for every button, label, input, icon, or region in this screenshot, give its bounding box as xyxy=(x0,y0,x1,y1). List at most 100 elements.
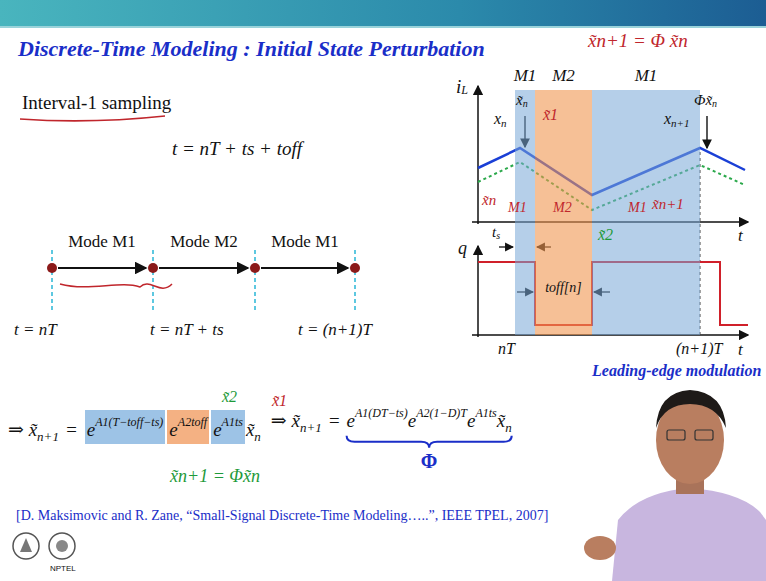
slide-label: x̃2 xyxy=(222,388,237,406)
equation-term: e xyxy=(347,410,355,433)
interval-label: toff[n] xyxy=(545,280,582,296)
equation: ⇒ x̃n+1=eA1(DT−ts)eA2(1−D)TeA1tsx̃n xyxy=(271,410,512,433)
time-dot xyxy=(47,263,57,273)
slide-label: nT xyxy=(498,340,515,358)
logo-mark xyxy=(56,540,68,552)
exponent: A1(T−toff−ts) xyxy=(95,415,163,429)
slide-label: x̃n+1 = Φ x̃n xyxy=(588,30,688,52)
matrix-exponential-box: eA1(T−toff−ts) xyxy=(85,410,166,444)
subscript: L xyxy=(461,84,468,98)
slide-label: x xyxy=(664,110,671,128)
matrix-exponential-box: eA1ts xyxy=(211,410,245,444)
slide-label: x̃1 xyxy=(272,392,287,410)
underbrace xyxy=(347,436,512,448)
slide-label: t xyxy=(492,224,496,241)
equation-term: = xyxy=(328,410,341,433)
equation-term: e xyxy=(408,410,416,433)
subscript: n xyxy=(254,429,261,445)
slide-label: t = nT xyxy=(14,320,57,340)
subscript: n xyxy=(501,117,507,130)
logo-mark xyxy=(20,538,32,552)
subscript: n xyxy=(712,98,717,110)
slide-label: x̃n xyxy=(482,192,496,209)
subscript: n+1 xyxy=(671,117,689,130)
exponential-base: e xyxy=(169,419,177,440)
dashed-marker xyxy=(354,250,356,312)
slide-label: [D. Maksimovic and R. Zane, “Small-Signa… xyxy=(16,508,548,524)
slide-label: t = nT + ts xyxy=(150,320,224,340)
slide-label: i xyxy=(456,76,461,98)
slide-label: t = (n+1)T xyxy=(298,320,372,340)
timeline-arrow xyxy=(58,267,146,269)
equation-term: x̃ xyxy=(497,410,505,433)
timeline-arrow xyxy=(261,267,348,269)
perturbation-arrow xyxy=(706,116,707,148)
shirt xyxy=(612,488,766,581)
timeline-arrows xyxy=(58,267,348,269)
time-dot xyxy=(350,263,360,273)
dashed-marker xyxy=(254,250,256,312)
slide-label: Interval-1 sampling xyxy=(22,92,171,114)
presenter xyxy=(584,390,766,581)
equation-term: x̃ xyxy=(246,419,254,442)
header-rule xyxy=(0,26,766,28)
slide-label: t = nT + ts + toff xyxy=(172,138,302,160)
q-axis xyxy=(477,246,479,337)
logo xyxy=(49,533,75,559)
equation-term: e xyxy=(467,410,475,433)
hair xyxy=(656,390,726,428)
subscript: n xyxy=(523,98,528,110)
dashed-marker xyxy=(152,250,154,312)
slide-label: x̃1 xyxy=(543,106,558,124)
handwritten-squiggle xyxy=(60,284,172,288)
institute-logos xyxy=(13,533,75,559)
handwritten-underline xyxy=(20,116,165,121)
slide-label: t xyxy=(738,340,743,360)
subscript: n+1 xyxy=(300,420,322,436)
timeline-dots xyxy=(47,263,360,273)
time-dot xyxy=(250,263,260,273)
slide-label: Φx̃ xyxy=(694,92,712,109)
glasses xyxy=(667,430,685,440)
hand xyxy=(584,536,616,560)
time-dot xyxy=(148,263,158,273)
il-axis xyxy=(477,86,479,224)
glasses xyxy=(695,430,713,440)
slide-label: t xyxy=(738,226,743,246)
mode-heading: M1 xyxy=(514,66,537,86)
exponent: A2(1−D)T xyxy=(416,406,467,420)
slide-label: x̃n+1 xyxy=(652,196,684,213)
time-markers xyxy=(52,250,355,312)
slide-label: x̃2 xyxy=(598,226,613,244)
equation-term: ⇒ x̃ xyxy=(8,419,37,442)
slide-label: M2 xyxy=(553,200,572,216)
slide-label: q xyxy=(458,238,467,259)
equation-term: ⇒ x̃ xyxy=(271,410,300,433)
slide-label: x̃n+1 = Φx̃n xyxy=(170,466,260,487)
subscript: n+1 xyxy=(37,429,59,445)
subscript: n xyxy=(505,420,512,436)
exponent: A1(DT−ts) xyxy=(355,406,408,420)
slide-label: M1 xyxy=(628,200,647,216)
mode-heading: M1 xyxy=(635,66,658,86)
slide-title: Discrete-Time Modeling : Initial State P… xyxy=(18,36,485,61)
subscript: s xyxy=(496,230,500,242)
slide-label: (n+1)T xyxy=(676,340,722,358)
exponential-base: e xyxy=(87,419,95,440)
dashed-marker xyxy=(51,250,53,312)
interval-arrow xyxy=(499,246,513,247)
logo xyxy=(13,533,39,559)
slide-label: x̃ xyxy=(516,92,523,109)
exponent: A1ts xyxy=(475,406,496,420)
mode-heading: M2 xyxy=(552,66,575,86)
slide-label: Mode M1 xyxy=(271,232,339,252)
exponential-base: e xyxy=(213,419,221,440)
slide-label: M1 xyxy=(508,200,527,216)
slide-label: NPTEL xyxy=(50,564,76,573)
timeline-arrow xyxy=(159,267,248,269)
matrix-symbol: Φ xyxy=(421,450,438,473)
exponent: A1ts xyxy=(222,415,243,429)
equation-term: = xyxy=(65,419,78,442)
slide-label: x xyxy=(494,110,501,128)
